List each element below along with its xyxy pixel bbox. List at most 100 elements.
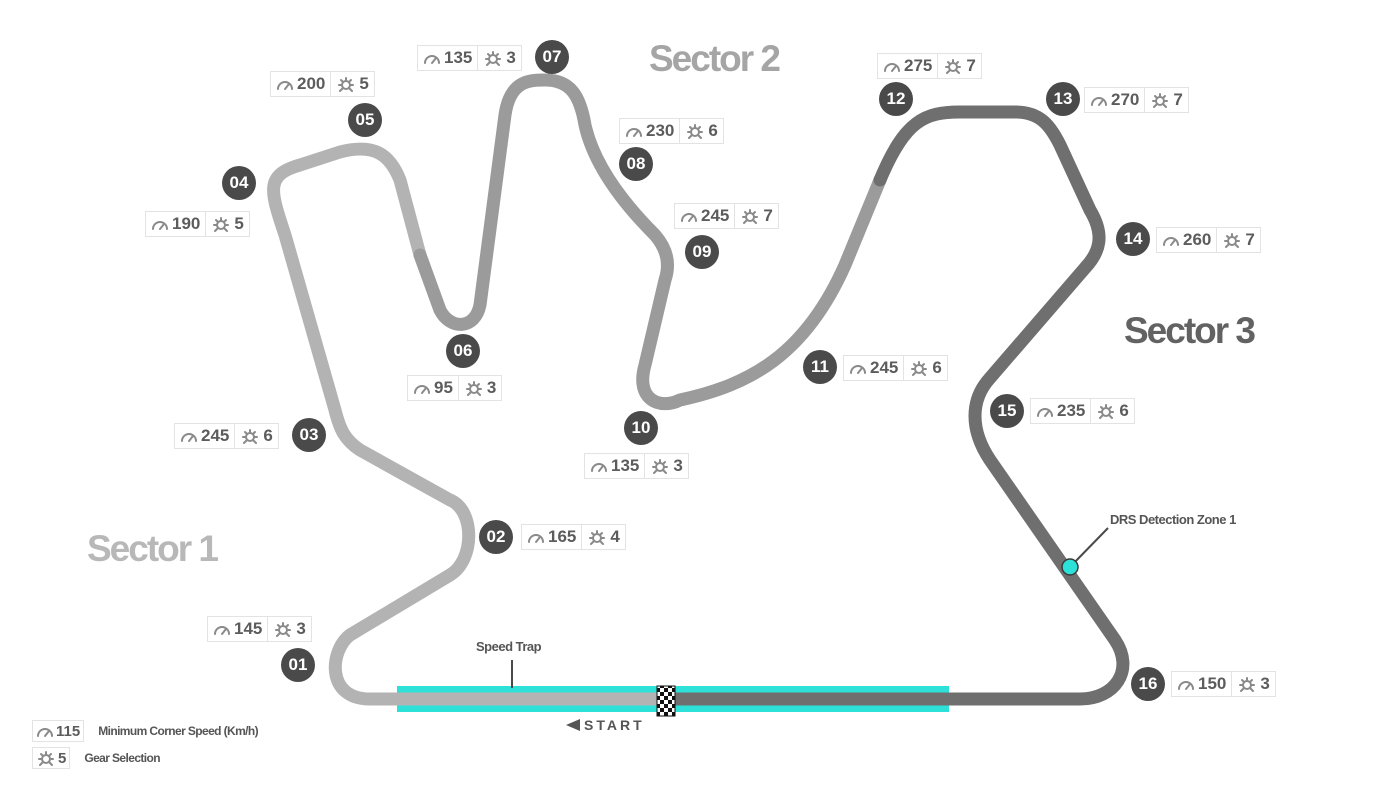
corner-gear: 3 (506, 48, 516, 67)
gearbox-icon (1150, 92, 1170, 108)
turn-badge-02: 02 (479, 520, 513, 554)
turn-badge-06: 06 (446, 334, 480, 368)
corner-info-10: 135 3 (584, 453, 689, 479)
arrow-left-icon (566, 719, 580, 731)
gearbox-icon (1096, 403, 1116, 419)
finish-line (656, 685, 676, 717)
corner-speed: 230 (646, 121, 675, 140)
corner-info-12: 275 7 (877, 53, 982, 79)
corner-gear: 6 (932, 358, 942, 377)
corner-gear: 7 (966, 56, 976, 75)
corner-gear: 6 (263, 426, 273, 445)
corner-gear: 5 (359, 74, 369, 93)
corner-gear: 6 (1119, 401, 1129, 420)
speedometer-icon (413, 381, 431, 395)
corner-speed: 150 (1198, 674, 1227, 693)
gearbox-icon (464, 380, 484, 396)
corner-info-15: 235 6 (1030, 398, 1135, 424)
drs-detection-label: DRS Detection Zone 1 (1110, 512, 1236, 527)
turn-badge-04: 04 (222, 166, 256, 200)
corner-info-02: 165 4 (521, 524, 626, 550)
gearbox-icon (943, 58, 963, 74)
gearbox-icon (36, 750, 56, 766)
speedometer-icon (883, 59, 901, 73)
gearbox-icon (1222, 232, 1242, 248)
gearbox-icon (685, 123, 705, 139)
track-sector-3 (659, 105, 1130, 706)
turn-badge-05: 05 (348, 103, 382, 137)
corner-speed: 245 (201, 426, 230, 445)
corner-speed: 245 (870, 358, 899, 377)
corner-speed: 235 (1057, 401, 1086, 420)
corner-info-16: 150 3 (1171, 671, 1276, 697)
corner-speed: 145 (234, 619, 263, 638)
corner-gear: 5 (234, 214, 244, 233)
speedometer-icon (180, 429, 198, 443)
turn-badge-09: 09 (685, 235, 719, 269)
turn-badge-07: 07 (535, 40, 569, 74)
speedometer-icon (276, 77, 294, 91)
speedometer-icon (849, 361, 867, 375)
corner-gear: 4 (610, 527, 620, 546)
start-text: START (584, 717, 645, 733)
drs-detection-point (1061, 558, 1079, 576)
legend-speed-text: Minimum Corner Speed (Km/h) (98, 724, 259, 738)
start-label: START (566, 717, 645, 733)
corner-info-13: 270 7 (1084, 87, 1189, 113)
track-sector-1 (267, 142, 673, 706)
gearbox-icon (240, 428, 260, 444)
corner-info-14: 260 7 (1156, 227, 1261, 253)
track-sector-2 (413, 73, 887, 411)
corner-speed: 200 (297, 74, 326, 93)
gearbox-icon (483, 50, 503, 66)
gearbox-icon (1237, 676, 1257, 692)
legend-gear-box: 5 (32, 747, 71, 769)
speedometer-icon (1090, 93, 1108, 107)
legend-gear-text: Gear Selection (84, 751, 160, 765)
turn-badge-03: 03 (292, 418, 326, 452)
corner-info-04: 190 5 (145, 211, 250, 237)
corner-speed: 190 (172, 214, 201, 233)
speedometer-icon (213, 622, 231, 636)
speedometer-icon (1036, 404, 1054, 418)
legend-gear-value: 5 (58, 749, 67, 767)
corner-gear: 7 (763, 206, 773, 225)
gearbox-icon (211, 216, 231, 232)
turn-badge-08: 08 (619, 147, 653, 181)
speedometer-icon (527, 530, 545, 544)
speedometer-icon (1162, 233, 1180, 247)
speedometer-icon (1177, 677, 1195, 691)
corner-speed: 135 (611, 456, 640, 475)
legend-speed-value: 115 (56, 722, 81, 740)
gearbox-icon (740, 208, 760, 224)
gearbox-icon (650, 458, 670, 474)
drs-detection-leader (1069, 527, 1109, 568)
speedometer-icon (423, 51, 441, 65)
sector-2-label: Sector 2 (649, 38, 781, 79)
corner-info-09: 245 7 (674, 203, 779, 229)
speedometer-icon (590, 459, 608, 473)
turn-badge-10: 10 (624, 411, 658, 445)
turn-badge-16: 16 (1131, 667, 1165, 701)
corner-speed: 275 (904, 56, 933, 75)
speed-trap-label: Speed Trap (476, 639, 542, 654)
corner-speed: 245 (701, 206, 730, 225)
corner-speed: 165 (548, 527, 577, 546)
turn-badge-11: 11 (803, 350, 837, 384)
legend-speed-box: 115 (32, 720, 85, 742)
corner-info-07: 135 3 (417, 45, 522, 71)
corner-gear: 6 (708, 121, 718, 140)
corner-info-08: 230 6 (619, 118, 724, 144)
turn-badge-15: 15 (990, 394, 1024, 428)
corner-speed: 135 (444, 48, 473, 67)
turn-badge-12: 12 (879, 82, 913, 116)
speedometer-icon (151, 217, 169, 231)
corner-speed: 270 (1111, 90, 1140, 109)
sector-1-label: Sector 1 (87, 528, 219, 569)
gearbox-icon (273, 621, 293, 637)
legend-gear-row: 5 Gear Selection (32, 747, 161, 769)
corner-speed: 260 (1183, 230, 1212, 249)
corner-gear: 3 (296, 619, 306, 638)
corner-speed: 95 (434, 378, 453, 397)
